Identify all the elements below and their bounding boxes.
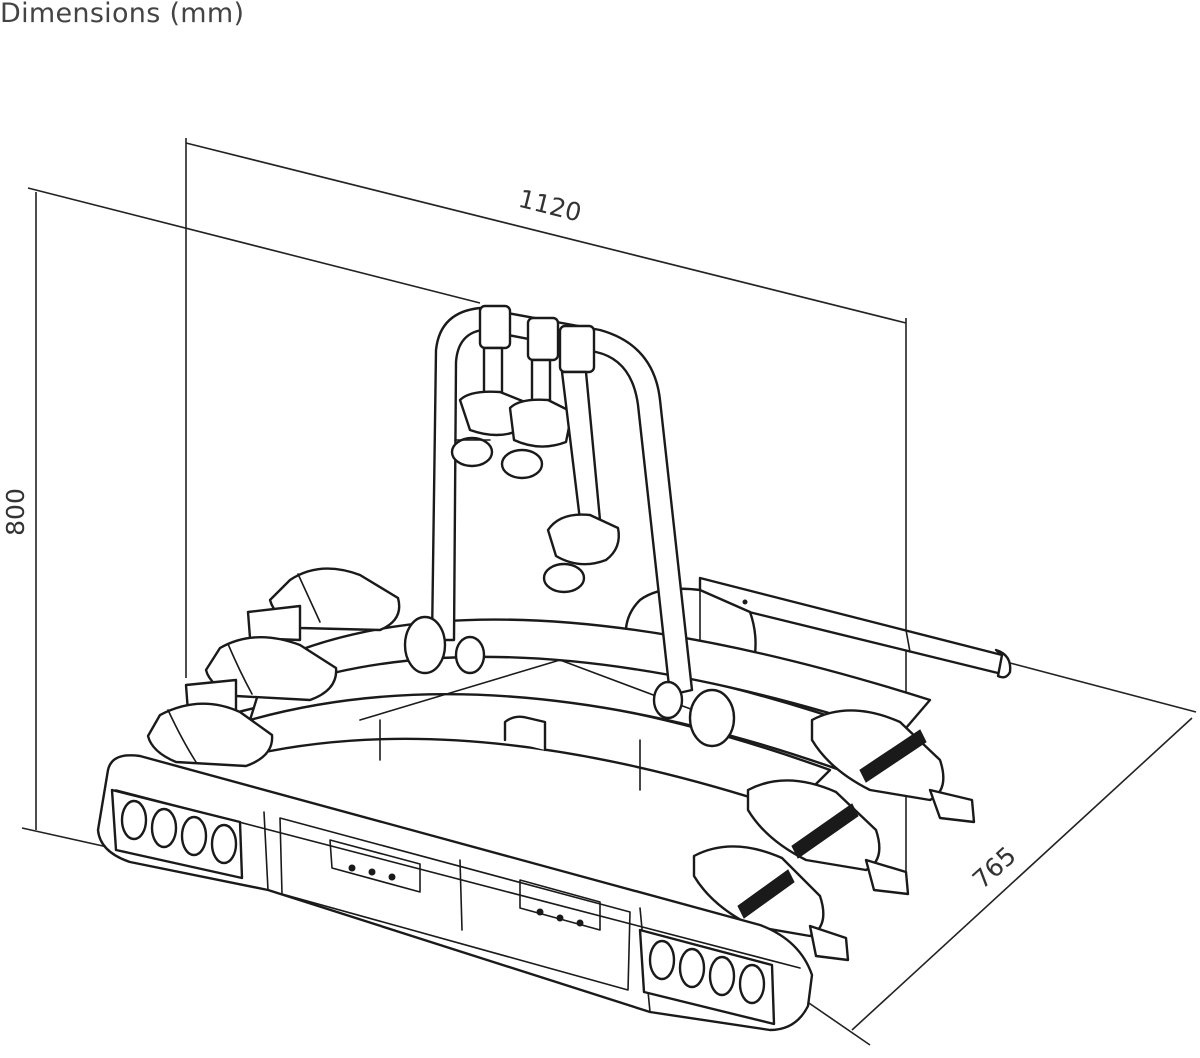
diagram-title: Dimensions (mm): [0, 0, 245, 29]
depth-dimension-line: [851, 717, 1193, 1031]
rear-cradle-1: [810, 709, 976, 824]
frame-holder-2: [500, 316, 574, 480]
carrier-arm: [430, 306, 694, 697]
front-wheel-cradles: [146, 567, 401, 768]
frame-holders: [450, 304, 620, 594]
tail-light-left: [110, 788, 244, 880]
frame-holder-1: [450, 304, 527, 468]
depth-extension-top: [1009, 662, 1197, 713]
frame-holder-3: [542, 324, 620, 594]
front-cradle-1: [246, 567, 401, 642]
height-extension-top: [27, 187, 481, 304]
width-dimension-line: [185, 142, 907, 324]
depth-label: 765: [967, 841, 1022, 894]
arm-hinges: [403, 615, 736, 748]
front-cradle-3: [146, 702, 274, 768]
rear-wheel-cradles: [692, 709, 976, 962]
tail-light-right: [638, 928, 776, 1026]
light-bar: [96, 754, 814, 1032]
height-label: 800: [1, 488, 30, 536]
rear-cradle-2: [746, 779, 910, 896]
rear-cradle-3: [692, 845, 850, 962]
bike-carrier: [96, 304, 1012, 1032]
width-label: 1120: [516, 184, 585, 228]
